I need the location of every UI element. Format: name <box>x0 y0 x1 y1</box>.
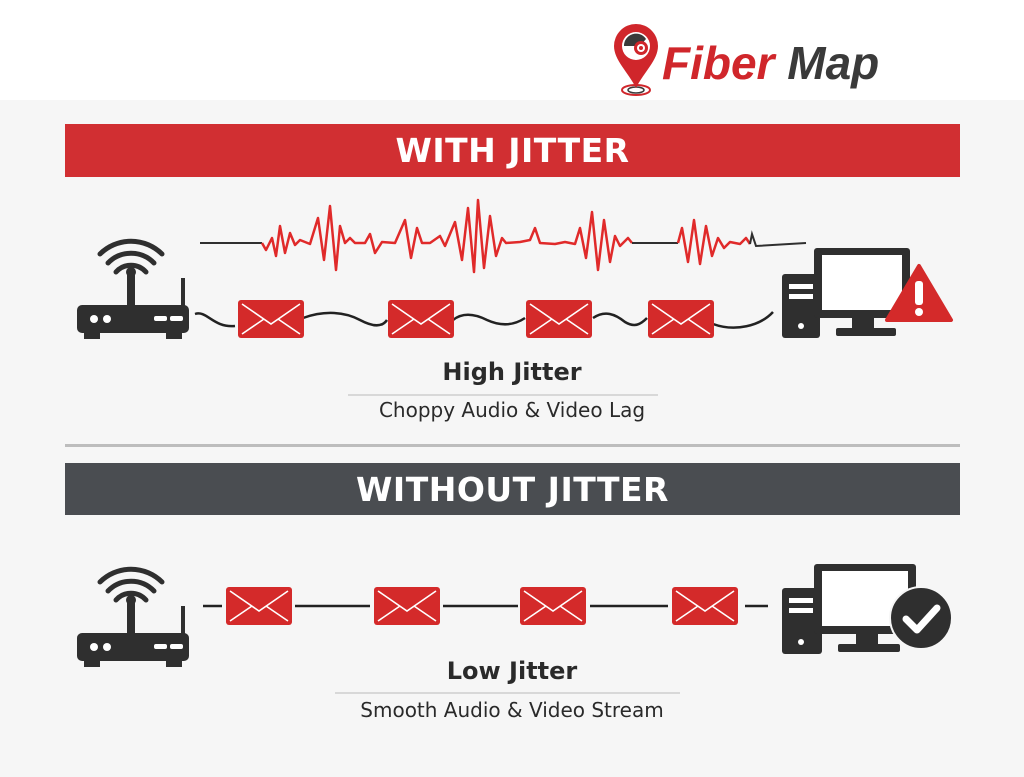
brand-name-part1: Fiber <box>662 37 775 89</box>
high-jitter-subtitle: Choppy Audio & Video Lag <box>378 398 646 422</box>
packet-icon <box>648 300 714 338</box>
packet-icon <box>520 587 586 625</box>
packet-icon <box>238 300 304 338</box>
checkmark-circle-icon <box>889 586 953 650</box>
warning-triangle-icon <box>885 264 953 322</box>
with-jitter-banner: WITH JITTER <box>65 124 960 177</box>
packet-icon <box>526 300 592 338</box>
low-jitter-subtitle: Smooth Audio & Video Stream <box>360 698 664 722</box>
section-divider <box>65 444 960 447</box>
packet-icon <box>374 587 440 625</box>
desktop-computer-icon <box>782 564 916 654</box>
caption-rule <box>348 394 658 396</box>
high-jitter-title: High Jitter <box>442 358 582 386</box>
brand-logo: Fiber Map <box>610 22 950 98</box>
header-background <box>0 0 1024 100</box>
packet-icon <box>672 587 738 625</box>
brand-name: Fiber Map <box>662 38 879 88</box>
smooth-packet-stream <box>203 604 768 608</box>
wifi-router-icon <box>77 566 189 667</box>
map-pin-fiber-icon <box>614 24 658 96</box>
desktop-computer-icon <box>782 248 910 338</box>
without-jitter-banner: WITHOUT JITTER <box>65 463 960 515</box>
banner-label: WITH JITTER <box>395 131 630 170</box>
wifi-router-icon <box>77 238 189 339</box>
jittery-packet-stream <box>194 311 774 329</box>
erratic-waveform <box>200 198 807 274</box>
brand-name-part2: Map <box>774 37 880 89</box>
caption-rule <box>335 692 680 694</box>
low-jitter-title: Low Jitter <box>446 657 578 685</box>
packet-icon <box>226 587 292 625</box>
banner-label: WITHOUT JITTER <box>356 469 669 509</box>
packet-icon <box>388 300 454 338</box>
